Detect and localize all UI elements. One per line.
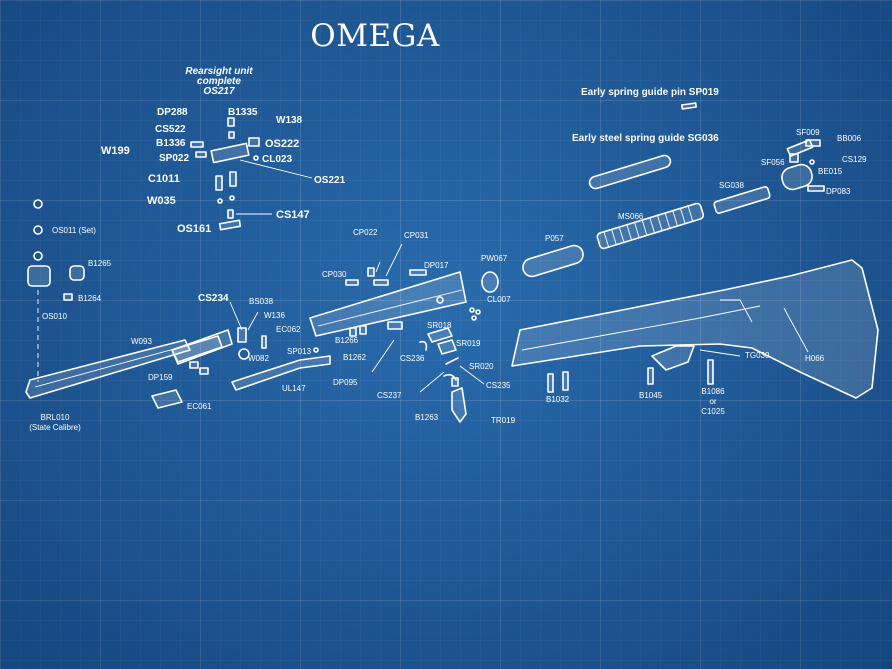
label-dp288: DP288 <box>157 107 188 118</box>
label-cs522: CS522 <box>155 124 186 135</box>
trigger-parts <box>419 271 499 423</box>
label-cl007: CL007 <box>487 295 511 304</box>
label-sr019: SR019 <box>456 339 481 348</box>
label-brl010: BRL010 (State Calibre) <box>22 413 88 433</box>
label-cs129: CS129 <box>842 155 867 164</box>
label-sp022: SP022 <box>159 153 190 164</box>
stock-screws <box>547 359 714 393</box>
label-ec061: EC061 <box>187 402 212 411</box>
label-w199: W199 <box>101 145 130 157</box>
stock-part <box>511 259 879 399</box>
label-b1266: B1266 <box>335 336 359 345</box>
label-cp030: CP030 <box>322 270 347 279</box>
label-tg030: TG030 <box>745 351 770 360</box>
label-be015: BE015 <box>818 167 843 176</box>
label-w138: W138 <box>276 115 303 126</box>
label-pw067: PW067 <box>481 254 508 263</box>
label-brl010-code: BRL010 <box>40 413 70 422</box>
label-w035: W035 <box>147 195 176 207</box>
label-dp095: DP095 <box>333 378 358 387</box>
end-cap-parts <box>781 138 825 192</box>
label-sr020: SR020 <box>469 362 494 371</box>
note-early-guide: Early steel spring guide SG036 <box>572 133 719 144</box>
label-ms066: MS066 <box>618 212 644 221</box>
label-cs234: CS234 <box>198 293 229 304</box>
label-os222: OS222 <box>265 138 300 150</box>
label-cs237: CS237 <box>377 391 402 400</box>
label-cs147: CS147 <box>276 209 310 221</box>
label-b1336: B1336 <box>156 138 186 149</box>
label-ul147: UL147 <box>282 384 306 393</box>
label-cp031: CP031 <box>404 231 429 240</box>
label-dp159: DP159 <box>148 373 173 382</box>
label-c1025: C1025 <box>701 407 725 416</box>
label-dp017: DP017 <box>424 261 449 270</box>
front-sight-parts <box>27 199 85 301</box>
label-w082: W082 <box>248 354 269 363</box>
label-bb006: BB006 <box>837 134 862 143</box>
label-cs235: CS235 <box>486 381 511 390</box>
label-sr018: SR018 <box>427 321 452 330</box>
piston-spring-parts <box>522 102 771 278</box>
diagram-title: OMEGA <box>310 18 440 54</box>
note-rearsight: Rearsight unit complete OS217 <box>176 67 262 97</box>
label-os010: OS010 <box>42 312 67 321</box>
label-or: or <box>709 397 717 406</box>
label-b1086-group: B1086 or C1025 <box>698 387 728 417</box>
label-b1032: B1032 <box>546 395 570 404</box>
label-sf009: SF009 <box>796 128 820 137</box>
label-dp083: DP083 <box>826 187 851 196</box>
note-early-pin: Early spring guide pin SP019 <box>581 87 719 98</box>
note-rearsight-line-1: Rearsight unit <box>185 66 253 77</box>
label-b1263: B1263 <box>415 413 439 422</box>
label-cp022: CP022 <box>353 228 378 237</box>
label-b1335: B1335 <box>228 107 258 118</box>
label-brl010-note: (State Calibre) <box>29 423 81 432</box>
label-p057: P057 <box>545 234 564 243</box>
label-b1045: B1045 <box>639 391 663 400</box>
label-sg038: SG038 <box>719 181 744 190</box>
label-ec062: EC062 <box>276 325 301 334</box>
label-b1264: B1264 <box>78 294 102 303</box>
label-os221: OS221 <box>314 175 346 186</box>
action-parts <box>151 301 331 409</box>
label-w093: W093 <box>131 337 152 346</box>
note-rearsight-line-3: OS217 <box>203 86 235 97</box>
label-sf056: SF056 <box>761 158 785 167</box>
label-w136: W136 <box>264 311 285 320</box>
label-b1086: B1086 <box>701 387 725 396</box>
label-b1265: B1265 <box>88 259 112 268</box>
label-bs038: BS038 <box>249 297 274 306</box>
compression-tube <box>309 243 467 373</box>
label-c1011: C1011 <box>148 173 180 185</box>
label-h066: H066 <box>805 354 825 363</box>
note-rearsight-line-2: complete <box>197 76 241 87</box>
label-os161: OS161 <box>177 223 212 235</box>
label-sp013: SP013 <box>287 347 312 356</box>
label-b1262: B1262 <box>343 353 367 362</box>
label-os011: OS011 (Set) <box>52 226 96 235</box>
rearsight-parts <box>190 117 313 231</box>
label-cs236: CS236 <box>400 354 425 363</box>
label-tr019: TR019 <box>491 416 516 425</box>
label-cl023: CL023 <box>262 154 293 165</box>
